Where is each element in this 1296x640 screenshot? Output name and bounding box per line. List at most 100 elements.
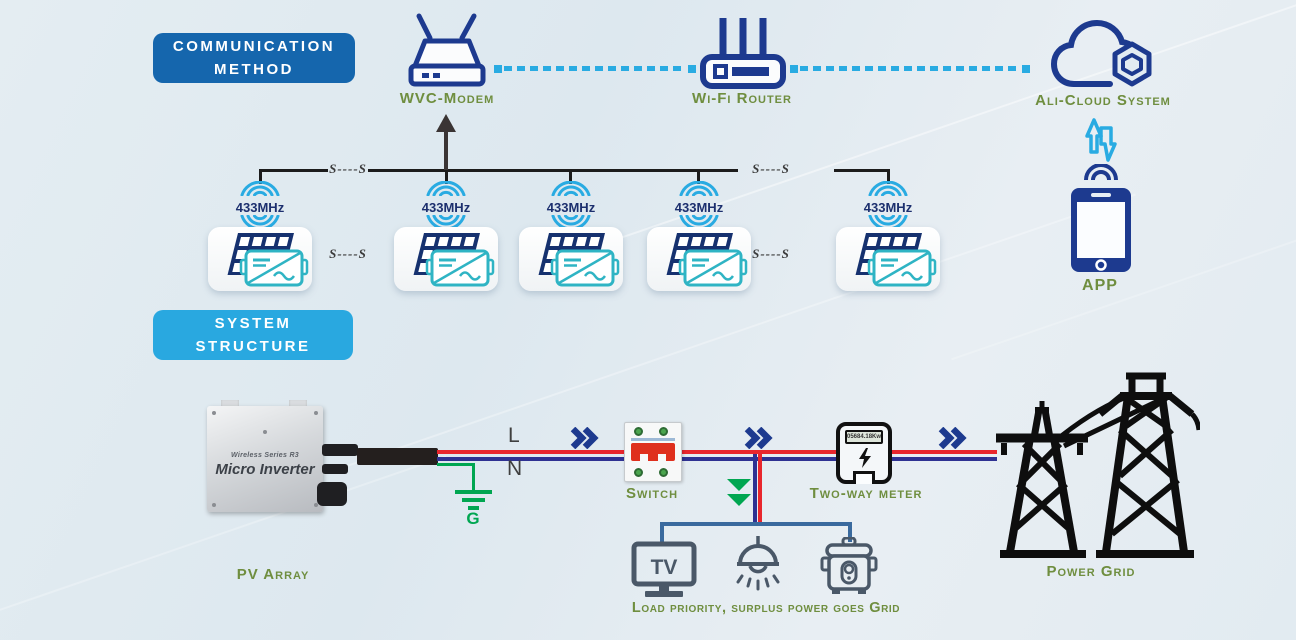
rf-bus-drop	[259, 169, 262, 184]
double-chevron-icon	[570, 427, 599, 449]
bus-link-label: S----S	[752, 246, 790, 261]
neutral-line-label: N	[507, 457, 523, 480]
solar-panel-inverter-icon	[227, 233, 309, 287]
meter-port	[853, 471, 875, 484]
ground-label: G	[466, 509, 480, 528]
device-name-text: Micro Inverter	[215, 461, 315, 478]
rice-cooker-icon	[820, 537, 878, 594]
wifi-router-icon	[700, 18, 786, 89]
bus-link-label: S----S	[329, 161, 367, 176]
communication-method-badge: COMMUNICATION METHOD	[153, 33, 355, 83]
frequency-label: 433MHz	[235, 200, 285, 215]
live-line-label: L	[508, 424, 520, 447]
pendant-lamp-icon	[736, 536, 780, 591]
phone-wifi-icon	[1084, 164, 1118, 181]
up-down-arrows-icon	[1085, 118, 1117, 162]
screw	[314, 411, 318, 415]
frequency-label: 433MHz	[674, 200, 724, 215]
neutral-wire	[437, 457, 997, 461]
ac-trunk-cable	[357, 448, 438, 465]
wvc-modem-icon	[408, 13, 486, 87]
loads-caption: Load priority, surplus power goes Grid	[631, 600, 901, 616]
breaker-terminal	[634, 427, 643, 436]
earth-ground-icon	[468, 506, 479, 510]
ac-connector	[317, 482, 347, 506]
bus-link-label: S----S	[752, 161, 790, 176]
dc-connector	[322, 444, 358, 456]
ground-wire	[437, 463, 475, 466]
double-chevron-icon	[744, 427, 773, 449]
unit-wifi-signal: 433MHz	[661, 180, 737, 234]
load-line-drop	[660, 522, 664, 546]
meter-lcd: 05684.18Kw	[845, 430, 883, 444]
neutral-wire-drop	[753, 454, 757, 524]
pv-inverter-unit-card	[647, 227, 751, 291]
screw	[263, 430, 267, 434]
pv-inverter-unit-card	[208, 227, 312, 291]
wifi-arcs-top-icon	[679, 180, 719, 197]
ali-cloud-icon	[1050, 19, 1152, 87]
breaker-lever-gap	[658, 454, 666, 461]
load-line-drop	[848, 522, 852, 542]
breaker-sticker	[631, 438, 675, 441]
live-wire-drop	[758, 454, 762, 524]
cloud-label: Ali-Cloud System	[1035, 92, 1171, 109]
breaker-terminal	[659, 468, 668, 477]
load-priority-arrow-icon	[727, 479, 751, 491]
earth-ground-icon	[455, 490, 492, 494]
rf-bus-drop	[569, 169, 572, 184]
mounting-tab	[289, 400, 307, 410]
screw	[212, 411, 216, 415]
mounting-tab	[221, 400, 239, 410]
micro-inverter-body: Wireless Series R3 Micro Inverter	[207, 406, 323, 512]
pv-array-label: PV Array	[236, 566, 310, 583]
bus-link-label: S----S	[329, 246, 367, 261]
transmission-towers-icon	[996, 372, 1200, 558]
live-wire	[437, 450, 997, 454]
smartphone-icon	[1071, 188, 1131, 272]
switch-label: Switch	[625, 485, 679, 502]
pv-inverter-unit-card	[519, 227, 623, 291]
bus-to-modem-arrow	[444, 130, 448, 170]
rf-bus-segment	[834, 169, 890, 172]
rf-bus-segment	[368, 169, 738, 172]
double-chevron-icon	[938, 427, 967, 449]
lightning-bolt-icon	[859, 448, 871, 468]
screw	[212, 503, 216, 507]
micro-inverter-device: Wireless Series R3 Micro Inverter	[205, 398, 465, 530]
wifi-arcs-top-icon	[868, 180, 908, 197]
power-grid-label: Power Grid	[1046, 563, 1136, 580]
router-label: Wi-Fi Router	[692, 90, 792, 107]
bus-to-modem-arrowhead	[436, 114, 456, 132]
solar-panel-inverter-icon	[666, 233, 748, 287]
dc-connector	[322, 464, 348, 474]
unit-wifi-signal: 433MHz	[533, 180, 609, 234]
wifi-arcs-top-icon	[551, 180, 591, 197]
unit-wifi-signal: 433MHz	[222, 180, 298, 234]
rf-bus-segment	[260, 169, 328, 172]
system-structure-badge: SYSTEM STRUCTURE	[153, 310, 353, 360]
load-line	[660, 522, 852, 526]
wifi-arcs-top-icon	[240, 180, 280, 197]
screw	[314, 503, 318, 507]
badge-line: COMMUNICATION	[172, 37, 336, 55]
router-cloud-link	[790, 64, 1030, 73]
breaker-terminal	[634, 468, 643, 477]
energy-meter-icon: 05684.18Kw	[836, 422, 892, 484]
pv-inverter-unit-card	[836, 227, 940, 291]
frequency-label: 433MHz	[863, 200, 913, 215]
frequency-label: 433MHz	[421, 200, 471, 215]
tv-screen-text: TV	[651, 556, 678, 579]
modem-label: WVC-Modem	[399, 90, 495, 107]
rf-bus-drop	[697, 169, 700, 184]
app-label: APP	[1082, 277, 1118, 294]
rf-bus-drop	[887, 169, 890, 184]
tv-icon: TV	[631, 541, 697, 597]
solar-panel-inverter-icon	[413, 233, 495, 287]
rf-bus-drop	[445, 169, 448, 184]
solar-panel-inverter-icon	[538, 233, 620, 287]
wifi-arcs-top-icon	[426, 180, 466, 197]
ground-wire	[472, 463, 475, 490]
frequency-label: 433MHz	[546, 200, 596, 215]
